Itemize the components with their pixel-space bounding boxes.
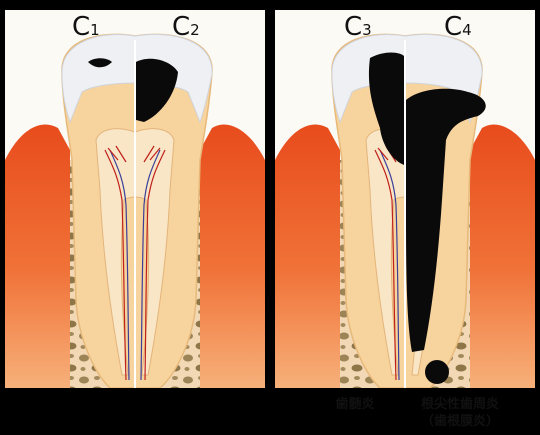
label-c4-number: 4 — [462, 21, 472, 39]
c3-decay — [368, 52, 404, 165]
left-gum-outer-right — [200, 124, 265, 388]
label-c4-letter: C — [444, 12, 463, 42]
caption-c4-line1: 根尖性歯周炎 — [420, 397, 499, 412]
label-c1-letter: C — [72, 12, 91, 42]
label-c2-letter: C — [172, 12, 191, 42]
right-panel — [275, 10, 535, 388]
left-panel — [5, 10, 265, 388]
caption-c3: 歯髄炎 — [325, 396, 385, 413]
label-c2: C2 — [172, 14, 200, 40]
c4-apical-lesion — [425, 360, 449, 384]
label-c1-number: 1 — [90, 21, 100, 39]
caption-c4-line2: （歯根膜炎） — [420, 414, 499, 429]
c4-decay — [406, 88, 486, 352]
label-c4: C4 — [444, 14, 472, 40]
caption-c3-text: 歯髄炎 — [335, 397, 375, 412]
right-gum-outer-right — [470, 124, 535, 388]
c1-decay — [88, 58, 112, 68]
label-c1: C1 — [72, 14, 100, 40]
label-c3-letter: C — [344, 12, 363, 42]
label-c3-number: 3 — [362, 21, 372, 39]
right-gum-outer-left — [275, 124, 340, 388]
caption-c4: 根尖性歯周炎 （歯根膜炎） — [410, 396, 510, 430]
left-gum-outer-left — [5, 124, 70, 388]
label-c3: C3 — [344, 14, 372, 40]
left-nerves — [104, 145, 166, 381]
label-c2-number: 2 — [190, 21, 200, 39]
left-pulp — [95, 128, 175, 376]
c2-decay — [136, 58, 178, 122]
